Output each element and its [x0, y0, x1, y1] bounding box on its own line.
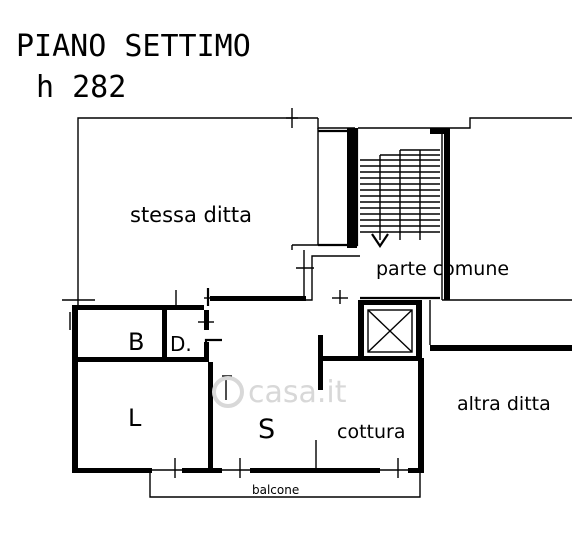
watermark-text: casa.it — [248, 375, 347, 410]
balcony-outline — [149, 473, 421, 498]
common-area-outline — [296, 250, 440, 301]
room-label-balcony: balcone — [252, 483, 299, 497]
room-label-kitchen: cottura — [337, 421, 405, 443]
watermark: casa.it — [212, 375, 347, 410]
room-label-common-area: parte comune — [376, 258, 509, 280]
room-label-living: S — [258, 414, 275, 445]
stairwell — [318, 117, 572, 300]
elevator-icon — [367, 309, 413, 353]
apartment-walls — [62, 288, 572, 478]
height-label: h 282 — [36, 70, 126, 105]
room-label-bedroom: L — [128, 404, 142, 432]
room-label-closet: D. — [170, 332, 192, 356]
floor-title: PIANO SETTIMO — [16, 29, 251, 64]
room-label-other-company: altra ditta — [457, 393, 551, 415]
room-label-bathroom: B — [128, 328, 144, 356]
room-label-same-company: stessa ditta — [130, 203, 252, 227]
